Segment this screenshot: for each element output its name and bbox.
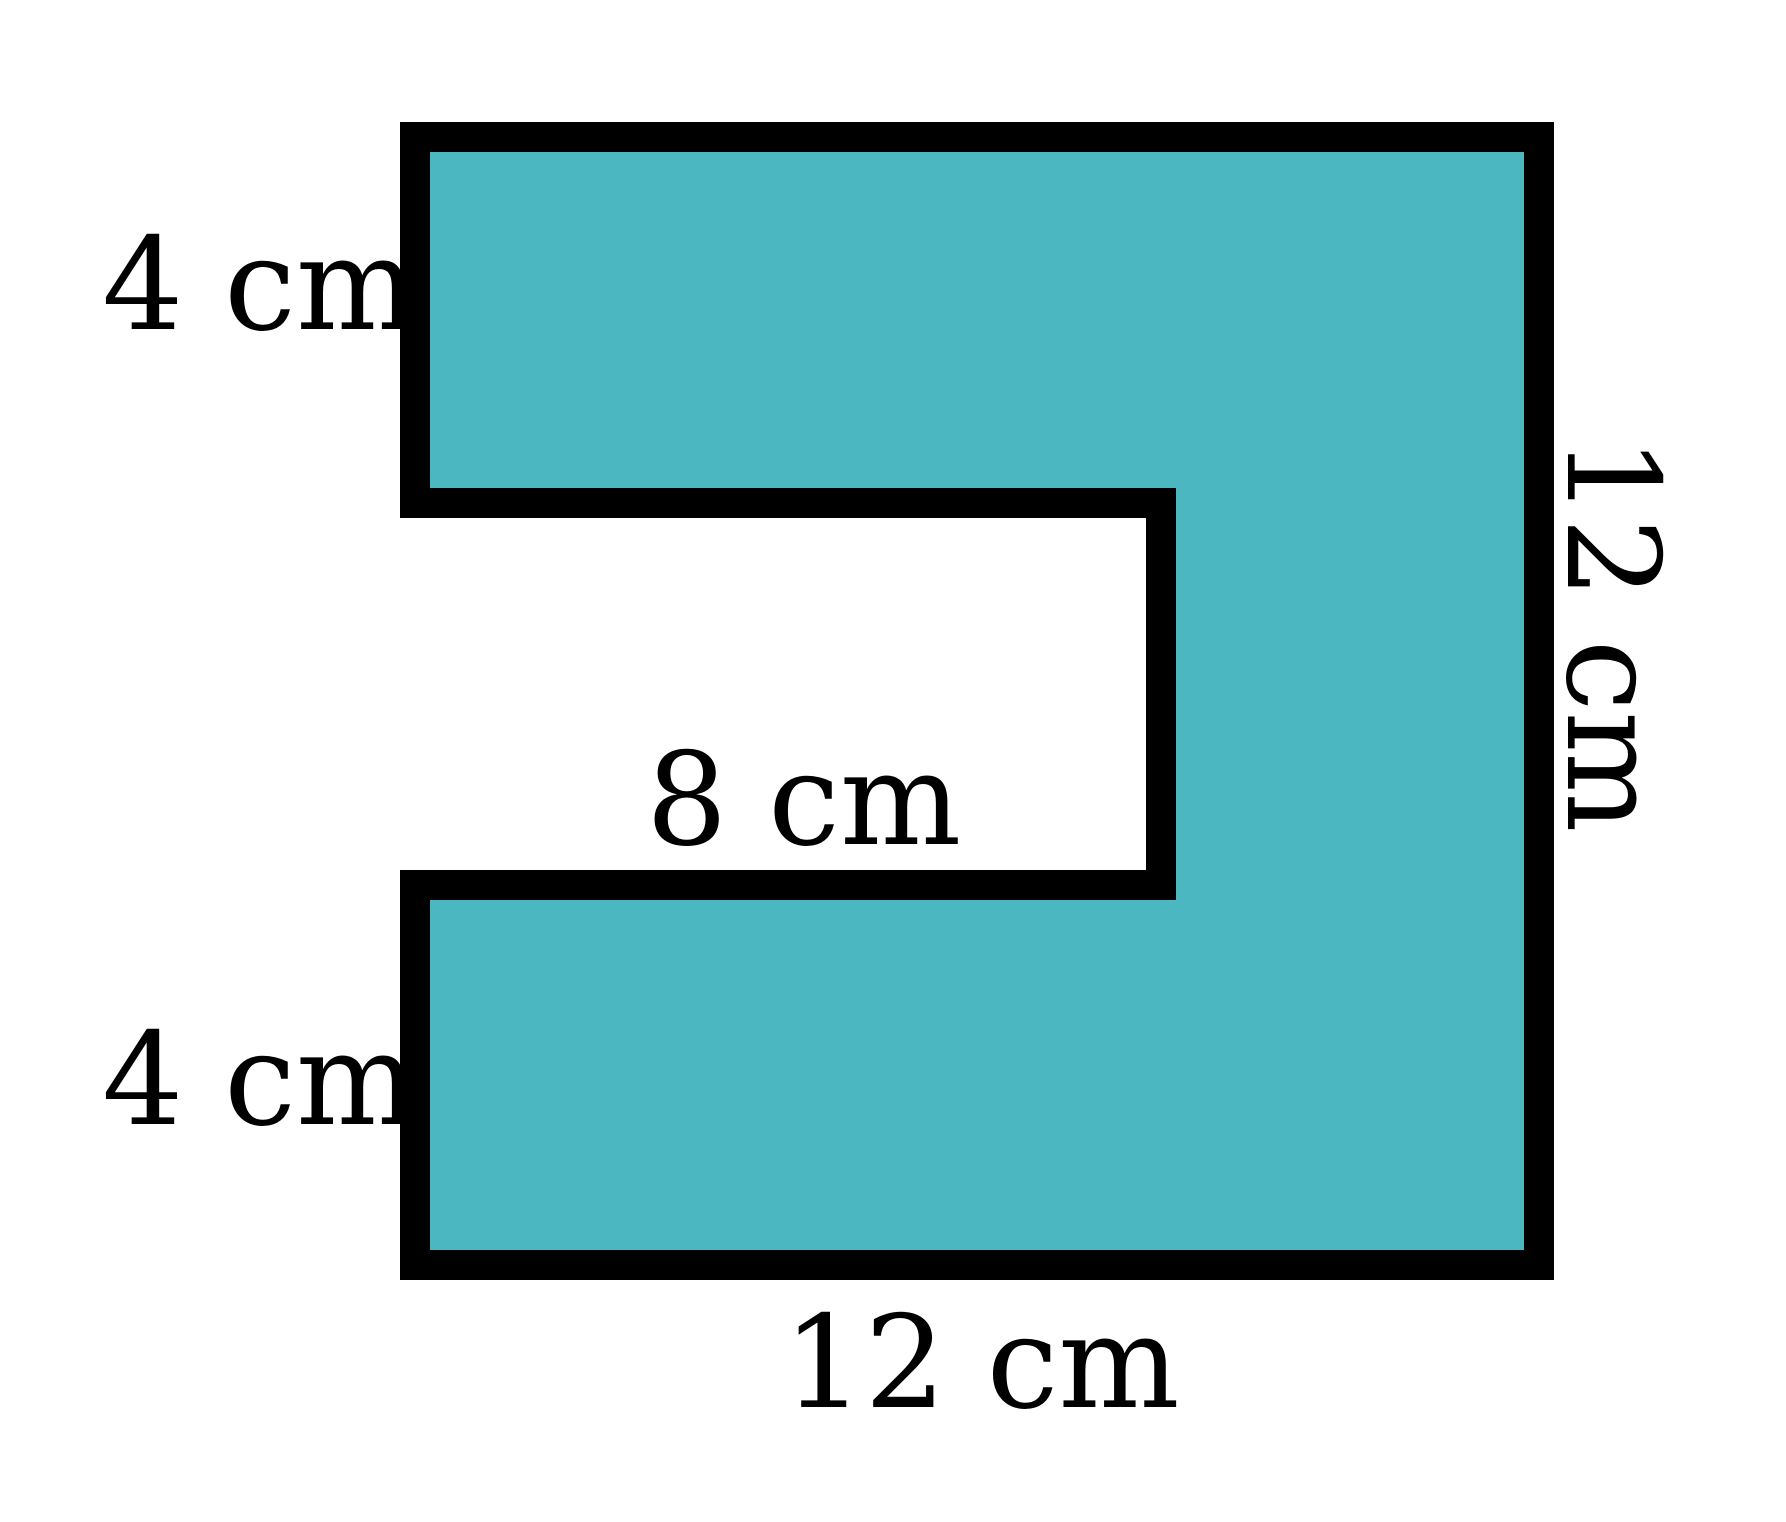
label-bottom-width: 12 cm bbox=[783, 1289, 1180, 1438]
label-right-height: 12 cm bbox=[1537, 436, 1686, 833]
label-notch-length: 8 cm bbox=[646, 726, 961, 875]
label-bottom-left-height: 4 cm bbox=[102, 1006, 417, 1155]
c-shaped-figure bbox=[400, 122, 1554, 1280]
label-top-left-height: 4 cm bbox=[102, 211, 417, 360]
